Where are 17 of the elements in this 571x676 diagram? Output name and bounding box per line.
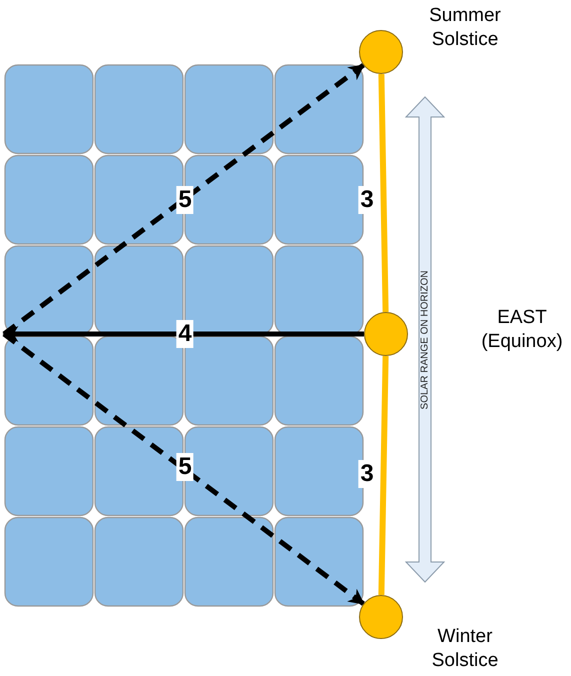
range-label: SOLAR RANGE ON HORIZON	[420, 270, 430, 410]
connector-line	[378, 356, 389, 596]
arrow	[2, 326, 364, 342]
edge-label: 5	[176, 186, 194, 214]
edge-label: 3	[358, 186, 376, 214]
edge-label: 5	[176, 453, 194, 481]
edge-label: 3	[358, 460, 376, 488]
dashed-arrow	[2, 332, 365, 606]
position-label: Summer Solstice	[428, 4, 502, 52]
position-label: Winter Solstice	[430, 625, 500, 672]
position-label: EAST (Equinox)	[480, 306, 564, 354]
dashed-arrow	[2, 63, 365, 336]
connector-line	[378, 74, 389, 312]
circle-marker	[359, 30, 403, 74]
circle-marker	[359, 595, 403, 639]
circle-marker	[364, 312, 408, 356]
edge-label: 4	[176, 320, 194, 348]
